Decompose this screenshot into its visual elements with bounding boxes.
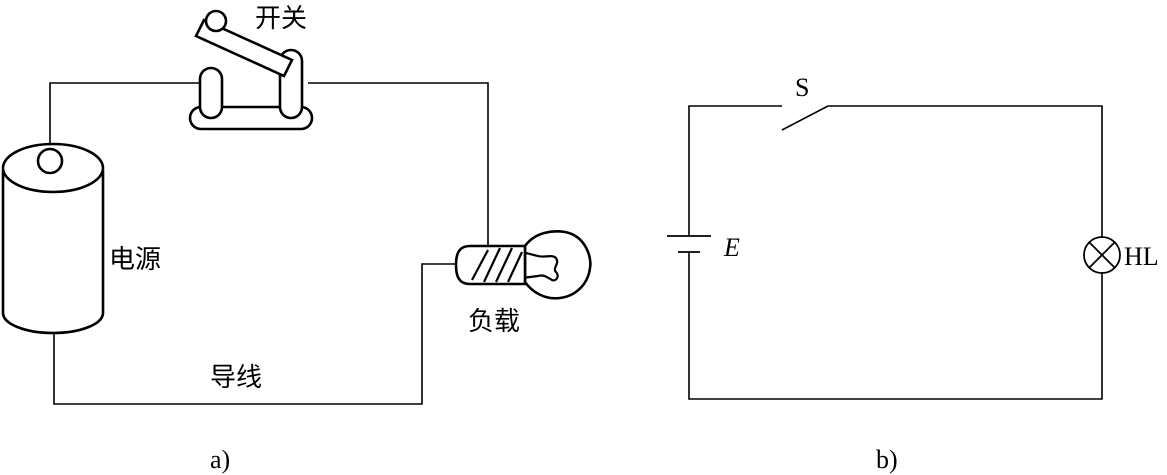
switch-label: 开关 xyxy=(255,4,307,34)
knife-switch xyxy=(188,9,314,131)
source-e-label: E xyxy=(723,233,740,262)
wire-right-top xyxy=(828,105,1103,237)
power-source-battery xyxy=(1,142,105,335)
bulb-base-thread xyxy=(507,251,523,283)
wire-bottom-b xyxy=(688,252,1103,400)
wire-top-left xyxy=(49,82,200,152)
power-source-label: 电源 xyxy=(109,245,161,275)
bulb-base-thread xyxy=(471,249,489,281)
wire-top-right xyxy=(308,82,489,250)
wire-bottom xyxy=(53,263,458,405)
light-bulb-load xyxy=(454,230,592,300)
caption-b: b) xyxy=(876,445,898,474)
lamp-hl-symbol xyxy=(1083,236,1121,274)
bulb-base-thread xyxy=(483,247,501,283)
wire-left-top xyxy=(688,105,782,236)
diagram-a: 开关 电源 负载 导线 a) xyxy=(1,4,592,474)
diagram-b: S E HL b) xyxy=(667,73,1159,474)
lamp-hl-label: HL xyxy=(1124,242,1159,271)
battery-e-symbol xyxy=(667,235,711,253)
wire-label: 导线 xyxy=(210,363,262,393)
load-label: 负载 xyxy=(468,307,520,337)
bulb-base-thread xyxy=(495,247,513,283)
switch-s-label: S xyxy=(795,73,809,102)
switch-s-blade xyxy=(781,105,829,131)
caption-a: a) xyxy=(210,445,230,474)
